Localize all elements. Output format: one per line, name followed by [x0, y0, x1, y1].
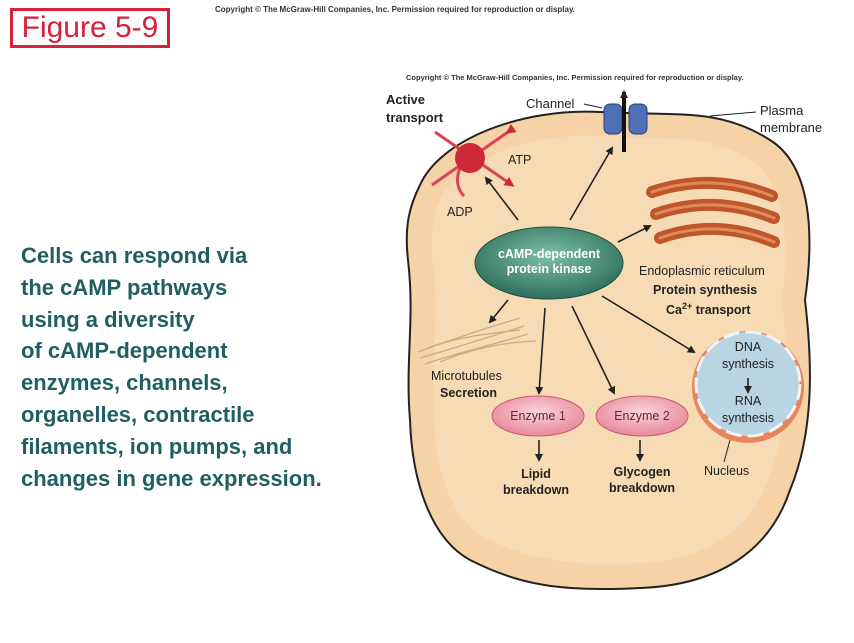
active-transport-label: Active [386, 92, 425, 107]
caption-line: Cells can respond via [21, 243, 248, 268]
figure-label: Figure 5-9 [10, 8, 170, 48]
enzyme-1-icon [491, 395, 585, 437]
er-function-label: Protein synthesis [653, 283, 757, 297]
kinase-label: protein kinase [507, 262, 592, 276]
enzyme-2-icon [595, 395, 689, 437]
caption-line: filaments, ion pumps, and [21, 433, 293, 459]
microtubules-icon [417, 317, 537, 365]
channel-leader-line [583, 103, 603, 109]
dna-synthesis-label: DNA [735, 340, 762, 354]
nucleus-leader-line [723, 439, 731, 463]
atp-label: ATP [508, 153, 531, 167]
er-label: Endoplasmic reticulum [639, 264, 765, 278]
lipid-breakdown-label: breakdown [503, 483, 569, 497]
plasma-membrane-label: membrane [760, 120, 822, 135]
caption-text: Cells can respond via the cAMP pathways … [21, 240, 391, 494]
rna-synthesis-label: RNA [735, 394, 762, 408]
caption-line: organelles, contractile [21, 401, 255, 427]
caption-line: of cAMP-dependent [21, 338, 228, 364]
caption-line: enzymes, channels, [21, 370, 228, 396]
microtubules-label: Microtubules [431, 369, 502, 383]
channel-label: Channel [526, 96, 575, 111]
caption-line: changes in gene expression. [21, 465, 322, 491]
secretion-label: Secretion [440, 386, 497, 400]
active-transport-label: transport [386, 110, 444, 125]
dna-synthesis-label: synthesis [722, 357, 774, 371]
kinase-label: cAMP-dependent [498, 247, 601, 261]
enzyme-1-label: Enzyme 1 [510, 409, 566, 423]
kinase-arrows [484, 146, 752, 462]
channel-icon [603, 90, 648, 152]
lipid-breakdown-label: Lipid [521, 467, 551, 481]
er-icon [646, 176, 780, 248]
rna-synthesis-label: synthesis [722, 411, 774, 425]
pump-icon [431, 123, 517, 198]
kinase-icon [474, 226, 624, 300]
caption-line: the cAMP pathways [21, 274, 228, 300]
copyright-notice: Copyright © The McGraw-Hill Companies, I… [215, 5, 576, 14]
plasma-membrane-label: Plasma [760, 103, 804, 118]
enzyme-2-label: Enzyme 2 [614, 409, 670, 423]
diagram-copyright: Copyright © The McGraw-Hill Companies, I… [406, 73, 744, 82]
glycogen-breakdown-label: breakdown [609, 481, 675, 495]
caption-line: using a diversity [21, 306, 195, 332]
er-ca-label: Ca2+ transport [666, 301, 751, 317]
membrane-leader-line [709, 111, 757, 117]
adp-label: ADP [447, 205, 473, 219]
glycogen-breakdown-label: Glycogen [614, 465, 671, 479]
nucleus-label: Nucleus [704, 464, 749, 478]
